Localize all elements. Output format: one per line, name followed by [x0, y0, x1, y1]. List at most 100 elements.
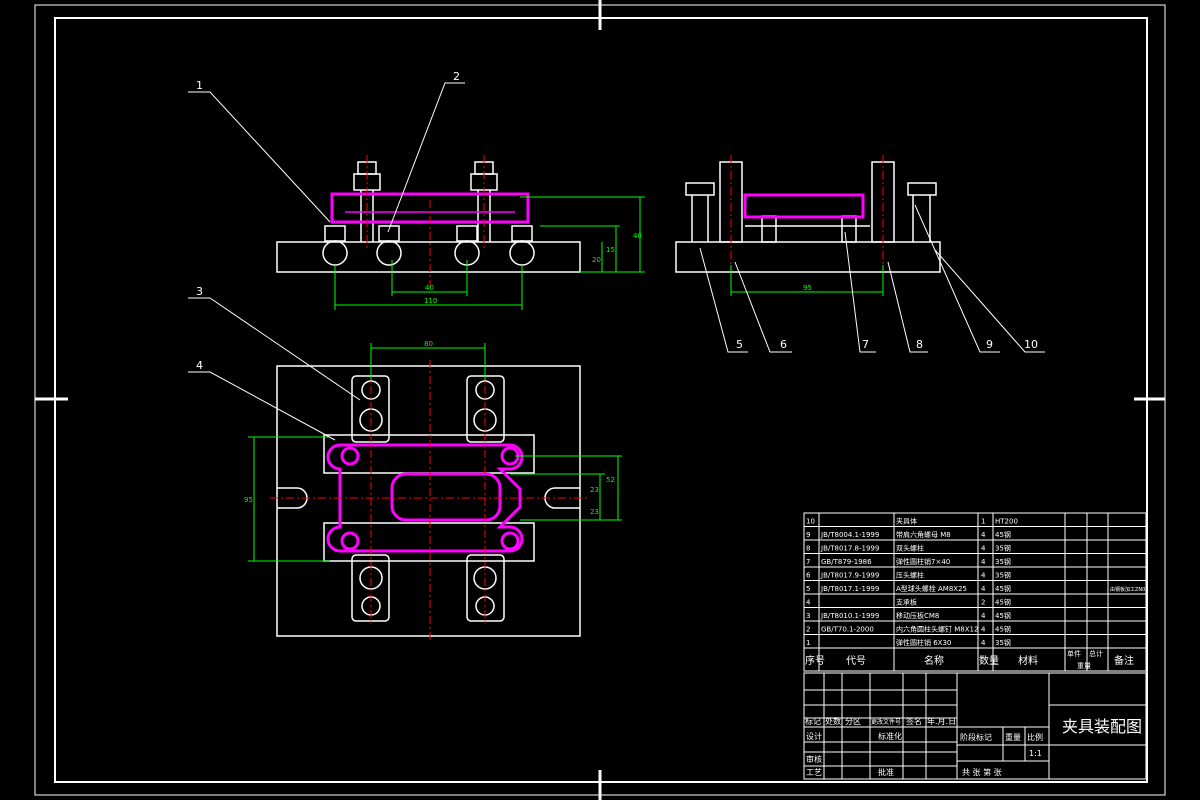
dim-side-width: 95 — [803, 284, 812, 292]
bom-header-qty: 数量 — [979, 654, 999, 667]
balloon-6: 6 — [780, 338, 787, 351]
label-weight: 重量 — [1005, 732, 1021, 742]
balloon-7: 7 — [862, 338, 869, 351]
side-dimensions — [730, 265, 884, 296]
bom-cell-material: 35钢 — [995, 571, 1011, 580]
bom-cell-material: HT200 — [995, 518, 1018, 526]
dim-plan-left: 95 — [244, 496, 253, 504]
balloon-5: 5 — [736, 338, 743, 351]
bom-cell-qty: 1 — [981, 518, 985, 526]
bom-cell-qty: 4 — [981, 545, 986, 553]
bom-header-code: 代号 — [846, 655, 866, 667]
plan-view — [276, 365, 581, 637]
bom-cell-material: 45钢 — [995, 611, 1011, 620]
bom-cell-material: 45钢 — [995, 598, 1011, 607]
balloon-2: 2 — [453, 70, 460, 83]
bom-cell-no: 4 — [806, 599, 811, 607]
plan-dim-text: 80 95 52 23 23 — [244, 340, 615, 516]
rev-label-4: 签名 — [906, 716, 922, 726]
bom-header-material: 材料 — [1018, 654, 1038, 667]
dim-plan-r3: 23 — [590, 508, 599, 516]
label-review: 审核 — [806, 754, 822, 764]
bom-header: 序号 代号 名称 数量 材料 单件 总计 重量 备注 — [805, 649, 1134, 670]
dim-front-width: 110 — [424, 297, 437, 305]
front-centerlines — [366, 155, 485, 290]
bom-table — [803, 512, 1147, 672]
bom-header-weight: 重量 — [1077, 662, 1091, 670]
bom-cell-qty: 4 — [981, 572, 986, 580]
rev-label-0: 标记 — [805, 716, 821, 726]
bom-cell-note: 由钢板加工ZN0 — [1110, 586, 1145, 593]
dim-front-h3: 15 — [606, 246, 615, 254]
dim-front-height: 40 — [633, 232, 642, 240]
dim-front-h2: 20 — [592, 256, 601, 264]
plan-centerlines — [270, 360, 590, 640]
label-stage: 阶段标记 — [960, 732, 992, 742]
bom-cell-no: 3 — [806, 612, 810, 620]
bom-cell-code: JB/T8017.9-1999 — [820, 572, 879, 580]
label-standardize: 标准化 — [878, 731, 902, 741]
title-block — [803, 672, 1147, 780]
bom-cell-qty: 4 — [981, 585, 986, 593]
bom-cell-no: 7 — [806, 558, 810, 566]
bom-cell-name: 内六角圆柱头螺钉 M8X12 — [896, 625, 978, 634]
rev-label-5: 年.月.日 — [927, 716, 956, 726]
bom-cell-material: 35钢 — [995, 638, 1011, 647]
bom-cell-name: 弹性圆柱销 6X30 — [896, 638, 951, 647]
balloon-1: 1 — [196, 79, 203, 92]
leader-lines — [188, 82, 1045, 441]
bom-header-note: 备注 — [1114, 654, 1134, 667]
bom-cell-name: 移动压板CM8 — [896, 611, 939, 620]
bom-cell-name: 支承板 — [896, 598, 917, 607]
bom-cell-qty: 2 — [981, 599, 985, 607]
bom-cell-name: 双头螺柱 — [896, 544, 924, 553]
bom-cell-code: JB/T8004.1-1999 — [820, 531, 879, 539]
rev-label-3: 更改文件号 — [871, 718, 901, 726]
balloon-4: 4 — [196, 359, 203, 372]
bom-cell-material: 45钢 — [995, 530, 1011, 539]
bom-cell-code: JB/T8010.1-1999 — [820, 612, 879, 620]
side-clamp — [743, 193, 865, 219]
bom-cell-material: 45钢 — [995, 584, 1011, 593]
bom-cell-qty: 4 — [981, 612, 986, 620]
label-design: 设计 — [806, 731, 822, 741]
bom-cell-qty: 4 — [981, 626, 986, 634]
plan-workpiece — [326, 443, 524, 553]
bom-cell-no: 8 — [806, 545, 810, 553]
front-dim-text: 110 40 40 20 15 — [424, 232, 642, 305]
bom-cell-material: 45钢 — [995, 625, 1011, 634]
bom-cell-code: JB/T8017.1-1999 — [820, 585, 879, 593]
bom-cell-no: 6 — [806, 572, 811, 580]
bom-cell-qty: 4 — [981, 639, 986, 647]
balloon-3: 3 — [196, 285, 203, 298]
bom-cell-no: 1 — [806, 639, 810, 647]
bom-cell-qty: 4 — [981, 558, 986, 566]
bom-cell-material: 35钢 — [995, 544, 1011, 553]
bom-cell-code: GB/T70.1-2000 — [821, 626, 874, 634]
studs — [353, 161, 498, 242]
ball-bolts — [322, 225, 535, 266]
label-sheet: 共 张 第 张 — [962, 767, 1002, 777]
bom-cell-no: 10 — [806, 518, 815, 526]
sheet-border — [34, 0, 1166, 800]
bom-header-no: 序号 — [805, 654, 825, 667]
label-process: 工艺 — [806, 768, 822, 777]
dim-plan-top: 80 — [424, 340, 433, 348]
dim-plan-r2: 23 — [590, 486, 599, 494]
dim-plan-r1: 52 — [606, 476, 615, 484]
drawing-title: 夹具装配图 — [1062, 717, 1142, 736]
bom-cell-name: 压头螺柱 — [896, 571, 924, 580]
label-approve: 批准 — [878, 767, 894, 777]
title-block-text: 标记 处数 分区 更改文件号 签名 年.月.日 设计 标准化 审核 工艺 批准 … — [805, 716, 1142, 777]
plan-dimensions — [248, 343, 622, 562]
dim-front-inner: 40 — [425, 284, 434, 292]
side-centerlines — [730, 155, 884, 280]
balloon-10: 10 — [1024, 338, 1038, 351]
bom-header-unit: 单件 — [1067, 649, 1081, 658]
bom-cell-qty: 4 — [981, 531, 986, 539]
bom-cell-no: 2 — [806, 626, 810, 634]
rev-label-1: 处数 — [825, 716, 841, 726]
balloon-8: 8 — [916, 338, 923, 351]
